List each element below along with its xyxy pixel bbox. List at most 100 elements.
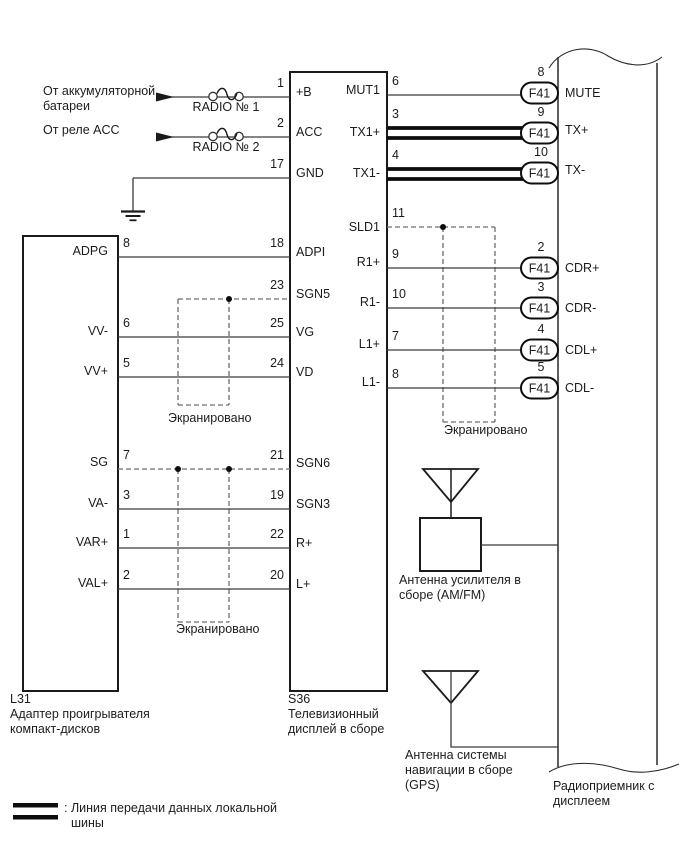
- pin-number: 23: [270, 278, 284, 292]
- pin-label: VAL+: [78, 576, 108, 590]
- battery-feed-row: От аккумуляторной батареи RADIO № 1 1 +B: [43, 76, 312, 114]
- shield-sgn5: 23 SGN5 Экранировано: [168, 278, 330, 425]
- wire-row-cdrminus: 10 R1- F41 3 CDR-: [360, 280, 596, 320]
- pin-label: +B: [296, 85, 312, 99]
- wire-row-vd: 5 VV+ 24 VD: [84, 356, 313, 379]
- pin-label: VV+: [84, 364, 108, 378]
- pin-number: 3: [392, 107, 399, 121]
- legend-bus-icon: [13, 815, 58, 820]
- antenna-label: (GPS): [405, 778, 440, 792]
- l31-box: [22, 235, 119, 692]
- fuse-icon: [208, 131, 218, 142]
- s36-name: дисплей в сборе: [288, 722, 384, 736]
- pin-number: 24: [270, 356, 284, 370]
- pin-number: 19: [270, 488, 284, 502]
- pin-label: TX-: [565, 163, 585, 177]
- wire-row-rplus: 1 VAR+ 22 R+: [76, 527, 312, 550]
- connector-code: F41: [529, 382, 551, 396]
- pin-label: L1+: [359, 337, 380, 351]
- legend-text: шины: [71, 816, 104, 830]
- connector-code: F41: [529, 344, 551, 358]
- pin-label: MUTE: [565, 86, 600, 100]
- wire-row-vg: 6 VV- 25 VG: [88, 316, 314, 339]
- pin-number: 20: [270, 568, 284, 582]
- pin-label: SG: [90, 455, 108, 469]
- fuse-icon: [208, 91, 218, 102]
- s36-code: S36: [288, 692, 310, 706]
- connector-f41: [520, 161, 559, 185]
- pin-number: 7: [123, 448, 130, 462]
- receiver-top-break-wave: [548, 48, 663, 69]
- pin-label: TX1+: [350, 125, 380, 139]
- pin-label: ADPI: [296, 245, 325, 259]
- pin-label: SGN3: [296, 497, 330, 511]
- source-label: От реле ACC: [43, 123, 120, 137]
- pin-number: 8: [123, 236, 130, 250]
- pin-number: 4: [392, 148, 399, 162]
- s36-block: S36 Телевизионный дисплей в сборе: [288, 71, 388, 736]
- pin-number: 6: [392, 74, 399, 88]
- pin-number: 8: [538, 65, 545, 79]
- wire-row-cdlplus: 7 L1+ F41 4 CDL+: [359, 322, 597, 362]
- arrow-right-icon: [156, 132, 174, 142]
- wire-row-txminus: 4 TX1- F41 10 TX-: [353, 145, 585, 185]
- connector-code: F41: [529, 87, 551, 101]
- legend-bus-icon: [13, 803, 58, 808]
- pin-number: 17: [270, 157, 284, 171]
- l31-code: L31: [10, 692, 31, 706]
- l31-name: Адаптер проигрывателя: [10, 707, 150, 721]
- pin-number: 3: [538, 280, 545, 294]
- acc-feed-row: От реле ACC RADIO № 2 2 ACC: [43, 116, 322, 154]
- connector-f41: [520, 121, 559, 145]
- pin-label: TX1-: [353, 166, 380, 180]
- pin-number: 22: [270, 527, 284, 541]
- antenna-label: навигации в сборе: [405, 763, 513, 777]
- pin-label: CDR-: [565, 301, 596, 315]
- pin-number: 7: [392, 329, 399, 343]
- legend-text: : Линия передачи данных локальной: [64, 801, 277, 815]
- pin-label: CDL+: [565, 343, 597, 357]
- junction-dot: [175, 466, 181, 472]
- pin-label: VV-: [88, 324, 108, 338]
- fuse-squiggle-icon: [216, 87, 238, 101]
- l31-block: L31 Адаптер проигрывателя компакт-дисков: [10, 235, 150, 736]
- pin-label: MUT1: [346, 83, 380, 97]
- arrow-right-icon: [156, 92, 174, 102]
- s36-name: Телевизионный: [288, 707, 379, 721]
- pin-number: 2: [123, 568, 130, 582]
- wire-row-cdrplus: 9 R1+ F41 2 CDR+: [357, 240, 599, 280]
- connector-code: F41: [529, 167, 551, 181]
- amplifier-box: [419, 517, 482, 572]
- pin-number: 1: [277, 76, 284, 90]
- pin-number: 25: [270, 316, 284, 330]
- shield-caption: Экранировано: [176, 622, 260, 636]
- ground-row: 17 GND: [121, 157, 324, 222]
- wire-row-sgn3: 3 VA- 19 SGN3: [88, 488, 330, 511]
- pin-number: 1: [123, 527, 130, 541]
- pin-label: R+: [296, 536, 312, 550]
- pin-number: 6: [123, 316, 130, 330]
- pin-label: GND: [296, 166, 324, 180]
- wire-row-txplus: 3 TX1+ F41 9 TX+: [350, 105, 588, 145]
- pin-label: SLD1: [349, 220, 380, 234]
- s36-box: [289, 71, 388, 692]
- fuse-label: RADIO № 2: [193, 140, 260, 154]
- pin-number: 8: [392, 367, 399, 381]
- pin-label: R1+: [357, 255, 380, 269]
- pin-label: ADPG: [73, 244, 108, 258]
- wire-row-adpg: 8 ADPG 18 ADPI: [73, 236, 326, 259]
- antenna-wire: [450, 671, 558, 748]
- connector-code: F41: [529, 127, 551, 141]
- connector-f41: [520, 376, 559, 400]
- connector-f41: [520, 338, 559, 362]
- pin-label: L1-: [362, 375, 380, 389]
- pin-label: VD: [296, 365, 313, 379]
- receiver-name: дисплеем: [553, 794, 610, 808]
- shield-caption: Экранировано: [168, 411, 252, 425]
- source-label: От аккумуляторной: [43, 84, 155, 98]
- wire-row-lplus: 2 VAL+ 20 L+: [78, 568, 310, 591]
- pin-number: 9: [538, 105, 545, 119]
- pin-number: 4: [538, 322, 545, 336]
- shield-caption: Экранировано: [444, 423, 528, 437]
